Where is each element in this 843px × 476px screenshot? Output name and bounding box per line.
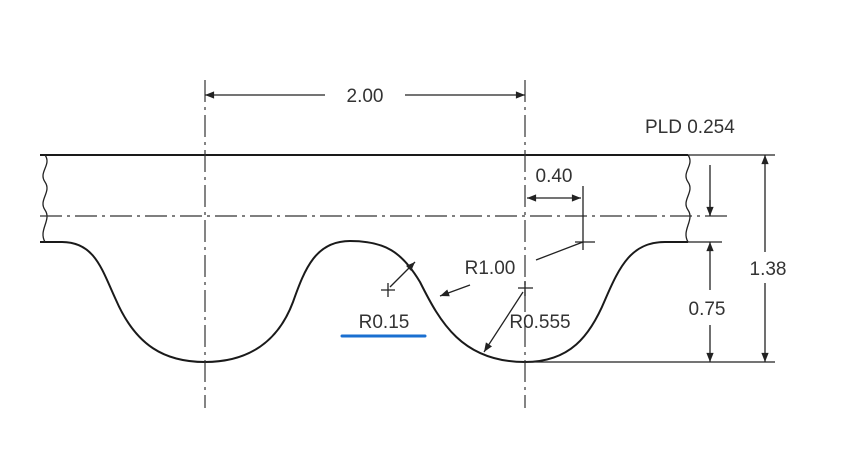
tip-radius-leader <box>389 261 416 288</box>
tooth-height-dimension: 0.75 <box>689 299 726 320</box>
tip-radius-dimension: R0.15 <box>359 312 410 333</box>
offset-dimension: 0.40 <box>536 166 573 187</box>
groove-radius-center-mark <box>518 281 533 296</box>
left-break-line <box>42 154 48 243</box>
pitch-dimension: 2.00 <box>347 86 384 107</box>
r1-leader-b <box>439 284 471 297</box>
tip-radius-center-mark <box>381 283 395 297</box>
right-break-line <box>685 154 691 243</box>
large-radius-dimension: R1.00 <box>465 258 516 279</box>
groove-radius-leader <box>483 291 524 353</box>
tooth-profile <box>40 239 688 364</box>
total-height-dimension: 1.38 <box>750 259 787 280</box>
r1-leader-a <box>535 241 584 261</box>
groove-radius-dimension: R0.555 <box>509 312 570 333</box>
pld-label: PLD 0.254 <box>645 117 735 138</box>
